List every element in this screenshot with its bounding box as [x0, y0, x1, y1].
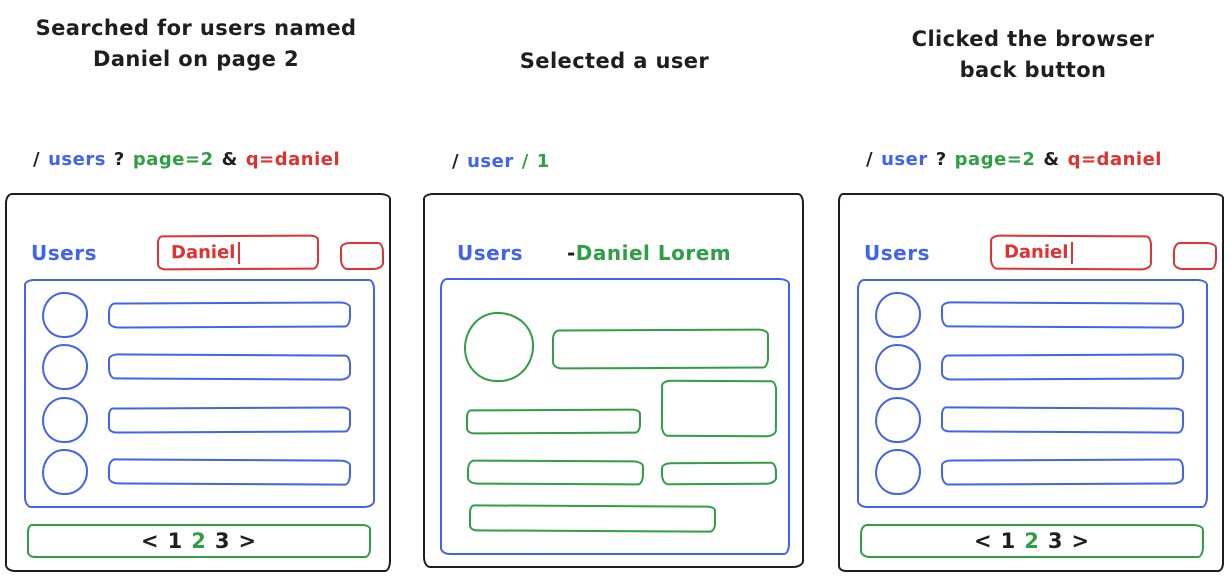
detail-field-bar — [466, 459, 645, 486]
pagination-page-1[interactable]: 1 — [1000, 529, 1017, 553]
panel3-url-bar: / user ? page=2 & q=daniel — [866, 149, 1162, 170]
url-token: / — [866, 149, 874, 170]
panel3-title-line1: Clicked the browser — [911, 27, 1155, 51]
detail-side-card — [660, 379, 778, 438]
panel2-title-line1: Selected a user — [519, 49, 710, 73]
panel2-title: Selected a user — [423, 46, 806, 77]
avatar-circle — [42, 344, 88, 391]
pagination-prev[interactable]: < — [140, 529, 160, 553]
panel2-browser-window: Users -Daniel Lorem — [423, 193, 804, 568]
panel3-pagination[interactable]: < 1 2 3 > — [860, 524, 1204, 558]
panel3-users-heading: Users — [864, 241, 930, 265]
panel1-search-button[interactable] — [340, 242, 384, 270]
search-input-value: Daniel — [1003, 241, 1069, 263]
detail-title-bar — [551, 328, 770, 370]
panel3-title-line2: back button — [959, 58, 1107, 82]
avatar-circle — [875, 344, 921, 391]
detail-avatar-circle — [464, 312, 534, 382]
user-list-row[interactable] — [875, 291, 1185, 338]
user-name-bar — [940, 458, 1185, 486]
search-input-value: Daniel — [170, 242, 236, 264]
url-token: & — [1043, 149, 1060, 170]
user-name-bar — [107, 353, 352, 381]
panel1-title-line2: Daniel on page 2 — [93, 47, 299, 71]
user-list-row[interactable] — [42, 344, 352, 391]
url-token-path: user — [881, 149, 928, 170]
panel3-title: Clicked the browser back button — [848, 24, 1218, 86]
panel2-url-bar: / user / 1 — [452, 151, 550, 172]
pagination-page-3[interactable]: 3 — [1047, 529, 1064, 553]
panel1-pagination[interactable]: < 1 2 3 > — [27, 524, 371, 558]
url-token-page-param: page=2 — [132, 149, 214, 170]
user-name-bar — [107, 301, 352, 329]
user-name-bar — [940, 300, 1185, 329]
url-token-query-param: q=daniel — [245, 149, 341, 170]
detail-footer-bar — [468, 504, 717, 533]
url-token-path: users — [48, 149, 106, 170]
user-name-bar — [940, 353, 1185, 381]
panel2-header: Users -Daniel Lorem — [457, 241, 731, 265]
url-token: ? — [113, 149, 125, 170]
detail-side-bar — [660, 461, 778, 486]
panel1-user-list — [24, 279, 375, 508]
panel2-users-heading: Users — [457, 241, 523, 265]
user-name-bar — [107, 458, 352, 487]
user-list-row[interactable] — [42, 396, 352, 443]
detail-field-bar — [465, 408, 642, 435]
panel1-users-heading: Users — [31, 241, 97, 265]
pagination-page-3[interactable]: 3 — [214, 529, 231, 553]
url-token-path: user — [467, 151, 514, 172]
panel1-title: Searched for users named Daniel on page … — [0, 13, 392, 75]
url-token: / — [452, 151, 460, 172]
user-name-bar — [940, 406, 1185, 434]
avatar-circle — [875, 449, 921, 496]
pagination-next[interactable]: > — [238, 529, 258, 553]
text-caret — [238, 241, 241, 264]
panel1-title-line1: Searched for users named — [35, 16, 357, 40]
url-token: / — [33, 149, 41, 170]
avatar-circle — [875, 396, 921, 443]
user-list-row[interactable] — [875, 344, 1185, 391]
url-token-user-id: 1 — [536, 151, 550, 172]
avatar-circle — [42, 396, 88, 443]
url-token: / — [521, 151, 529, 172]
user-list-row[interactable] — [42, 449, 352, 496]
url-token-query-param: q=daniel — [1067, 149, 1162, 170]
pagination-page-1[interactable]: 1 — [167, 529, 184, 553]
url-token: & — [221, 149, 238, 170]
panel1-search-input[interactable]: Daniel — [156, 234, 320, 271]
pagination-next[interactable]: > — [1071, 529, 1091, 553]
panel1-url-bar: / users ? page=2 & q=daniel — [33, 149, 340, 170]
pagination-page-2-active[interactable]: 2 — [1024, 529, 1040, 553]
user-full-name: Daniel Lorem — [575, 241, 732, 265]
panel3-browser-window: Users Daniel < — [838, 193, 1224, 572]
text-caret — [1071, 241, 1074, 264]
name-dash: - — [566, 241, 576, 265]
avatar-circle — [42, 291, 88, 338]
selected-user-name: -Daniel Lorem — [567, 241, 731, 265]
url-token-page-param: page=2 — [954, 149, 1036, 170]
panel3-search-button[interactable] — [1173, 242, 1217, 270]
pagination-prev[interactable]: < — [973, 529, 993, 553]
user-name-bar — [107, 406, 352, 434]
panel2-detail-card — [440, 278, 790, 555]
pagination-page-2-active[interactable]: 2 — [191, 529, 207, 553]
user-list-row[interactable] — [42, 291, 352, 338]
panel3-search-input[interactable]: Daniel — [989, 234, 1153, 271]
user-list-row[interactable] — [875, 449, 1185, 496]
avatar-circle — [875, 291, 921, 338]
url-token: ? — [935, 149, 947, 170]
panel1-browser-window: Users Daniel < — [5, 193, 391, 572]
avatar-circle — [42, 449, 88, 496]
user-list-row[interactable] — [875, 396, 1185, 443]
panel3-user-list — [857, 279, 1208, 508]
